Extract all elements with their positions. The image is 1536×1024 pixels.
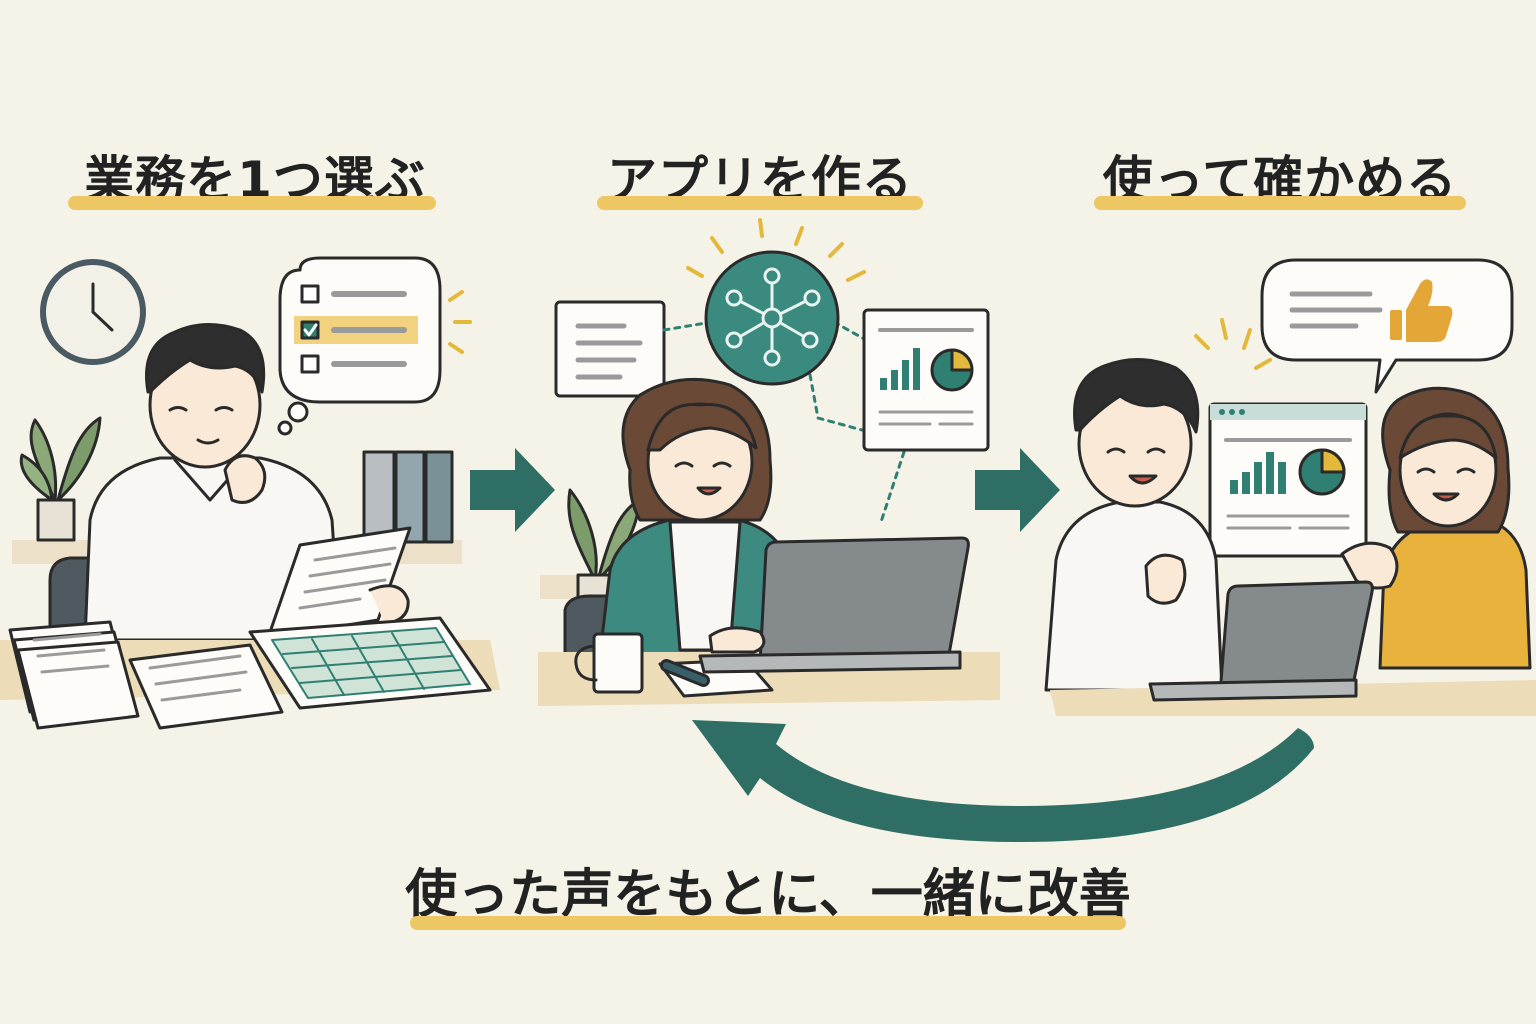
laptop bbox=[1148, 580, 1374, 702]
connector-lines bbox=[662, 320, 906, 527]
step-1-underline bbox=[68, 196, 436, 210]
bar-chart-icon bbox=[880, 348, 920, 390]
loop-caption-underline bbox=[410, 916, 1126, 930]
hub-sparks bbox=[686, 218, 866, 282]
spreadsheet-document bbox=[248, 616, 492, 710]
bar-chart-icon bbox=[1230, 452, 1286, 494]
panel-test-app bbox=[1044, 258, 1536, 716]
dashboard-card bbox=[862, 308, 990, 452]
app-window bbox=[1208, 402, 1368, 558]
binders bbox=[362, 450, 454, 544]
clock-icon bbox=[40, 259, 146, 365]
feedback-sparks bbox=[1194, 318, 1272, 370]
panel-select-task bbox=[0, 256, 500, 730]
arrow-right-icon bbox=[975, 448, 1060, 532]
loop-caption: 使った声をもとに、一緒に改善 bbox=[405, 865, 1131, 925]
network-hub-icon bbox=[704, 250, 840, 386]
arrow-right-icon bbox=[470, 448, 555, 532]
plant-icon bbox=[19, 416, 102, 542]
checklist-icon bbox=[294, 284, 418, 374]
paper-stack bbox=[8, 620, 140, 730]
pie-chart-icon bbox=[930, 348, 974, 392]
thumbs-up-icon bbox=[1390, 279, 1453, 342]
panel-build-app bbox=[538, 218, 1000, 706]
step-3-underline bbox=[1094, 196, 1466, 210]
thought-bubble bbox=[277, 256, 442, 436]
speech-bubble bbox=[1260, 258, 1514, 394]
coffee-mug bbox=[574, 632, 644, 694]
step-2-underline bbox=[597, 196, 923, 210]
laptop bbox=[698, 536, 970, 674]
idea-sparks bbox=[448, 290, 472, 354]
loop-arrow-icon bbox=[692, 720, 1314, 842]
pie-chart-icon bbox=[1298, 448, 1346, 496]
text-document-card bbox=[554, 300, 666, 398]
